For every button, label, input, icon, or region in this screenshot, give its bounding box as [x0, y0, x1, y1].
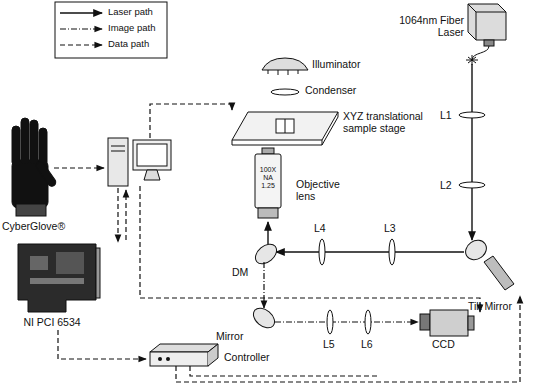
- lens: [327, 310, 333, 334]
- device-label: 1064nm Fiber Laser: [392, 14, 464, 38]
- part-label: Objective lens: [296, 178, 356, 202]
- legend-sample: [60, 28, 102, 29]
- device-label: CyberGlove®: [2, 220, 82, 232]
- laser-path: [471, 64, 472, 240]
- lens: [459, 182, 485, 188]
- laser-path: [276, 251, 464, 252]
- lens-label: L3: [384, 222, 402, 234]
- lens: [389, 239, 395, 265]
- computer: [108, 138, 171, 186]
- objective-spec: 100X NA 1.25: [257, 166, 279, 190]
- lens-label: L2: [440, 179, 458, 191]
- lens: [459, 112, 485, 118]
- ccd-camera: [420, 310, 474, 336]
- legend-sample: [60, 44, 102, 45]
- legend-text: Laser path: [108, 7, 153, 17]
- legend-box: [55, 2, 167, 58]
- objective-lens: [255, 148, 281, 218]
- image-path: [275, 321, 418, 322]
- data-path: [54, 104, 520, 382]
- illuminator: [262, 58, 308, 70]
- device-label: NI PCI 6534: [12, 316, 92, 328]
- device-label: Tilt Mirror: [468, 300, 538, 312]
- ni-pci-card: [18, 244, 100, 312]
- part-label: DM: [232, 266, 254, 278]
- fiber-laser: [466, 4, 506, 65]
- mirror: [250, 304, 279, 332]
- dichroic-mirror: [252, 240, 281, 268]
- part-label: Illuminator: [312, 58, 382, 70]
- cyberglove: [12, 118, 57, 216]
- part-label: Mirror: [216, 330, 256, 342]
- sample-stage: [232, 112, 338, 145]
- lens-label: L6: [361, 338, 379, 350]
- image-path: [263, 262, 264, 308]
- condenser-lens: [271, 89, 299, 95]
- legend-sample: [60, 12, 102, 13]
- laser-path: [267, 222, 268, 244]
- legend-text: Data path: [108, 39, 149, 49]
- part-label: XYZ translational sample stage: [343, 110, 435, 134]
- lens-label: L1: [440, 109, 458, 121]
- legend-text: Image path: [108, 23, 156, 33]
- device-label: Controller: [224, 351, 294, 363]
- lens-label: L5: [323, 338, 341, 350]
- part-label: Condenser: [305, 84, 375, 96]
- lens: [365, 310, 371, 334]
- device-label: CCD: [432, 338, 462, 350]
- lens-label: L4: [314, 222, 332, 234]
- lens: [319, 239, 325, 265]
- tilt-mirror: [462, 236, 514, 290]
- controller: [150, 344, 218, 366]
